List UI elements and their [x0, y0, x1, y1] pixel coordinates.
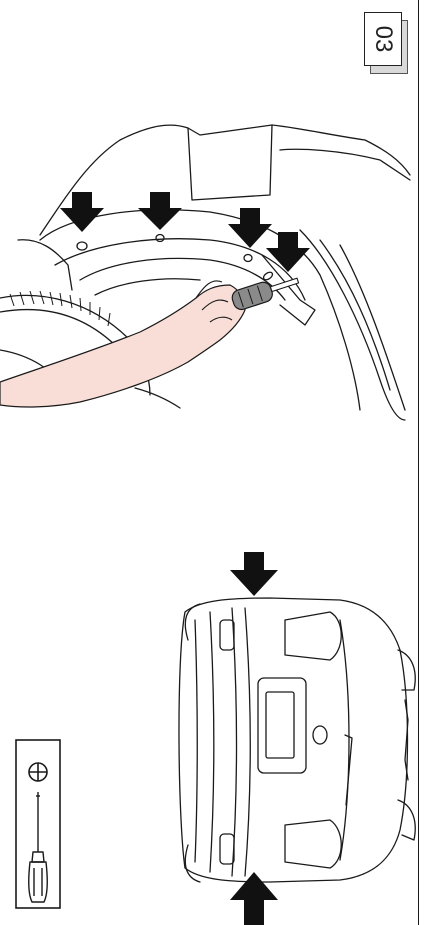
phillips-head-icon	[29, 763, 47, 781]
